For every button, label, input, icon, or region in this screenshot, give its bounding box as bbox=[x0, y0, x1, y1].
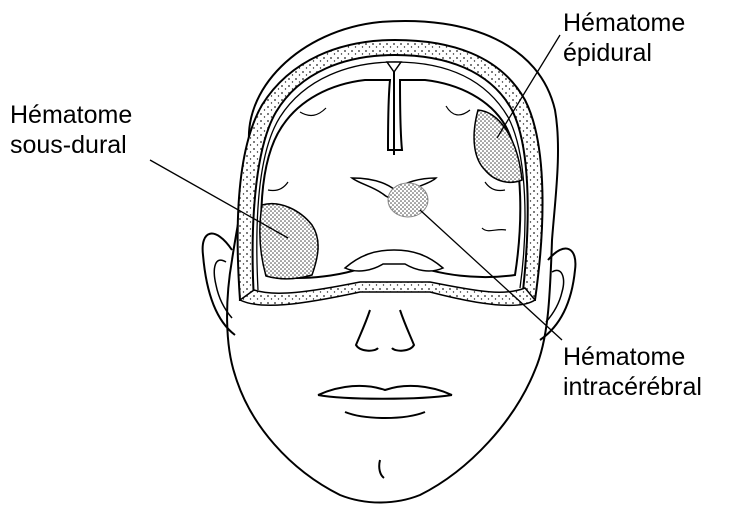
intracerebral-label-line-1: Hématome bbox=[563, 342, 702, 372]
epidural-hematoma-label: Hématome épidural bbox=[563, 8, 685, 68]
subdural-label-line-2: sous-dural bbox=[10, 130, 132, 160]
intracerebral-hematoma-label: Hématome intracérébral bbox=[563, 342, 702, 402]
intracerebral-label-line-2: intracérébral bbox=[563, 372, 702, 402]
subdural-label-line-1: Hématome bbox=[10, 100, 132, 130]
epidural-label-line-2: épidural bbox=[563, 38, 685, 68]
subdural-hematoma-label: Hématome sous-dural bbox=[10, 100, 132, 160]
epidural-label-line-1: Hématome bbox=[563, 8, 685, 38]
